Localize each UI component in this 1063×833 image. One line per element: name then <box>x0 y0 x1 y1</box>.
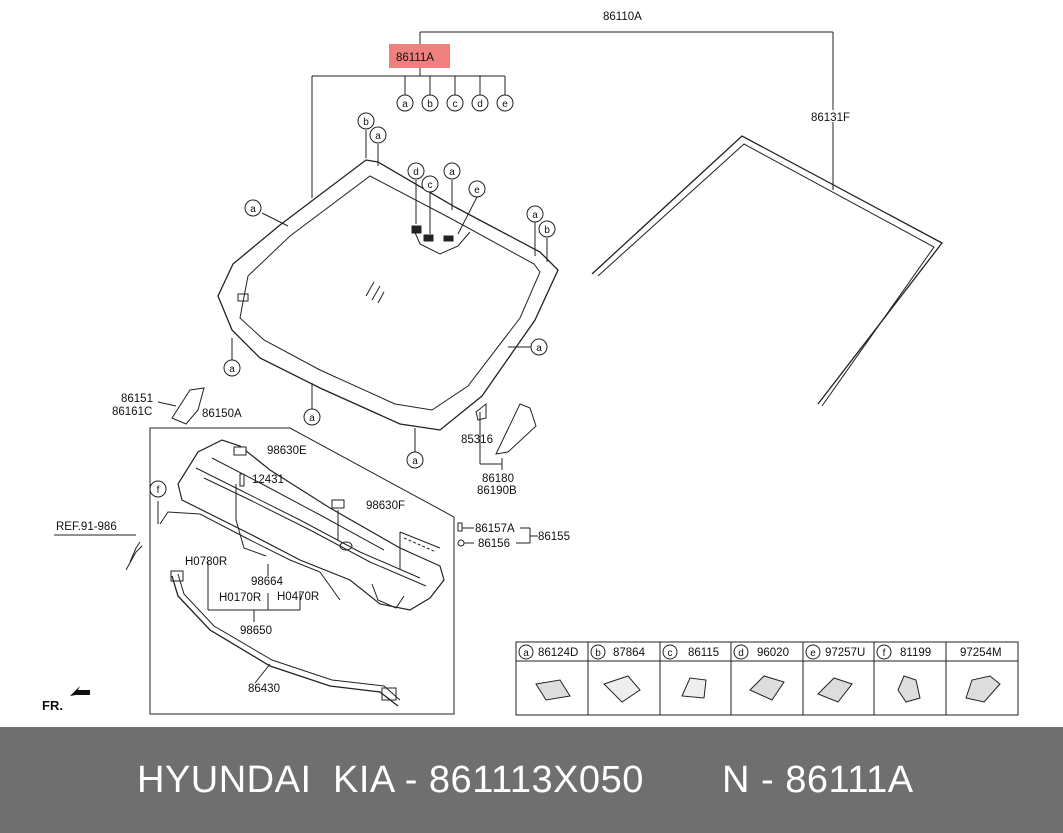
svg-text:a: a <box>402 99 408 110</box>
callout-group: a b c d e b a a d c a e a b a a a a f <box>149 94 556 498</box>
callout-a: a <box>369 126 387 144</box>
svg-text:a: a <box>309 413 315 424</box>
svg-text:a: a <box>412 456 418 467</box>
svg-text:b: b <box>595 648 601 659</box>
svg-text:c: c <box>668 648 673 659</box>
callout-d: d <box>471 94 489 112</box>
legend-cell-c: c 86115 <box>662 644 719 699</box>
banner-number: N - 86111A <box>722 759 914 801</box>
label-98664: 98664 <box>251 576 284 588</box>
svg-text:e: e <box>810 648 816 659</box>
svg-text:a: a <box>250 204 256 215</box>
svg-text:97254M: 97254M <box>960 647 1002 659</box>
svg-text:c: c <box>453 99 458 110</box>
label-86180: 86180 <box>482 473 514 485</box>
svg-text:86124D: 86124D <box>538 647 578 659</box>
svg-text:d: d <box>413 167 419 178</box>
svg-text:a: a <box>449 167 455 178</box>
callout-d: d <box>407 162 425 180</box>
callout-a: a <box>223 359 241 377</box>
label-12431: 12431 <box>252 474 284 486</box>
label-86157A: 86157A <box>475 523 515 535</box>
svg-text:86115: 86115 <box>688 647 719 659</box>
svg-text:87864: 87864 <box>613 647 646 659</box>
front-arrow-icon <box>70 686 90 696</box>
label-H0470R: H0470R <box>277 591 319 603</box>
svg-text:d: d <box>738 648 744 659</box>
legend-cell-a: a 86124D <box>518 644 578 701</box>
sensor-pad-icon <box>749 675 785 701</box>
label-86111A: 86111A <box>396 52 434 64</box>
svg-text:b: b <box>544 225 550 236</box>
parts-diagram: 86110A 86111A 86131F 86151 86161C 86150A… <box>42 11 1019 716</box>
callout-f: f <box>149 480 167 498</box>
tape-icon <box>535 679 571 701</box>
label-86151: 86151 <box>121 393 153 405</box>
callout-e: e <box>496 94 514 112</box>
part-number-banner: HYUNDAI KIA - 861113X050 N - 86111A <box>0 727 1063 833</box>
svg-text:a: a <box>532 210 538 221</box>
callout-a: a <box>406 451 424 469</box>
front-label: FR. <box>42 698 63 713</box>
svg-text:b: b <box>363 117 369 128</box>
callout-a: a <box>526 205 544 223</box>
svg-text:81199: 81199 <box>900 647 931 659</box>
callout-b: b <box>421 94 439 112</box>
svg-text:a: a <box>375 131 381 142</box>
callout-a: a <box>443 162 461 180</box>
callout-a: a <box>396 94 414 112</box>
label-86161C: 86161C <box>112 406 152 418</box>
banner-oem: KIA - 861113X050 <box>333 759 644 801</box>
svg-text:c: c <box>428 180 433 191</box>
legend-cell-b: b 87864 <box>590 644 646 703</box>
label-ref: REF.91-986 <box>56 521 117 533</box>
label-86110A: 86110A <box>603 11 642 23</box>
callout-b: b <box>357 112 375 130</box>
svg-text:e: e <box>474 185 480 196</box>
svg-text:a: a <box>536 343 542 354</box>
svg-text:a: a <box>523 648 529 659</box>
legend-table: a 86124D b 87864 c 86115 d 96020 e 97257… <box>515 641 1019 716</box>
svg-text:d: d <box>477 99 483 110</box>
legend-cell-plain: 97254M <box>960 647 1002 703</box>
holder-icon <box>965 675 1001 703</box>
svg-text:f: f <box>157 485 160 496</box>
label-98650: 98650 <box>240 625 272 637</box>
highlight-86111A <box>389 44 450 68</box>
label-86131F: 86131F <box>811 112 850 124</box>
svg-text:b: b <box>427 99 433 110</box>
callout-a: a <box>244 199 262 217</box>
svg-text:a: a <box>229 364 235 375</box>
label-H0170R: H0170R <box>219 592 261 604</box>
label-86190B: 86190B <box>477 485 517 497</box>
callout-c: c <box>421 175 439 193</box>
legend-cell-f: f 81199 <box>876 644 931 703</box>
svg-text:97257U: 97257U <box>825 647 865 659</box>
label-98630F: 98630F <box>366 500 405 512</box>
callout-e: e <box>468 180 486 198</box>
bracket-icon <box>817 677 853 703</box>
svg-text:96020: 96020 <box>757 647 789 659</box>
label-86430: 86430 <box>248 683 280 695</box>
clip-icon <box>603 675 641 703</box>
callout-c: c <box>446 94 464 112</box>
legend-cell-e: e 97257U <box>805 644 865 703</box>
callout-a: a <box>303 408 321 426</box>
callout-a: a <box>530 338 548 356</box>
connector-icon <box>897 675 921 703</box>
label-98630E: 98630E <box>267 445 307 457</box>
callout-b: b <box>538 220 556 238</box>
label-86155: 86155 <box>538 531 570 543</box>
legend-cell-d: d 96020 <box>733 644 789 701</box>
pad-icon <box>681 677 707 699</box>
banner-brand: HYUNDAI <box>137 759 312 801</box>
label-H0780R: H0780R <box>185 556 227 568</box>
svg-text:f: f <box>883 648 886 659</box>
label-85316: 85316 <box>461 434 493 446</box>
svg-text:e: e <box>502 99 508 110</box>
label-86156: 86156 <box>478 538 510 550</box>
label-86150A: 86150A <box>202 408 242 420</box>
